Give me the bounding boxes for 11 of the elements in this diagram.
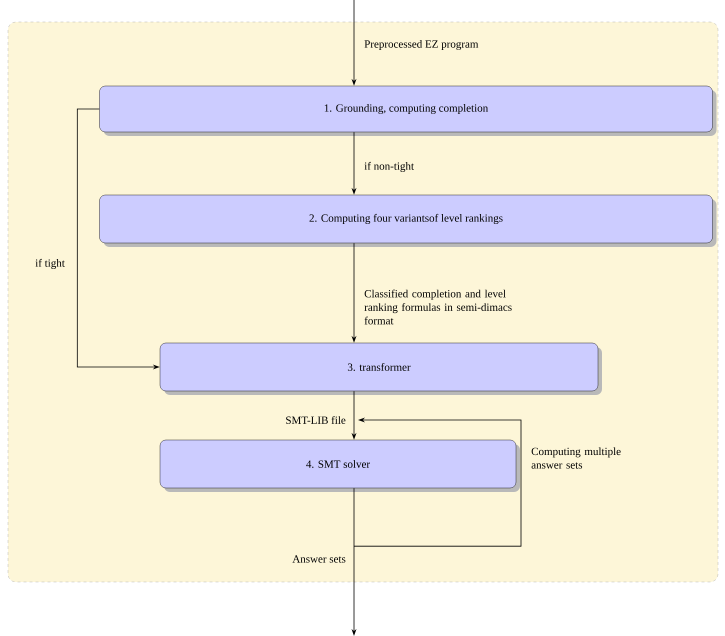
process-box: 2. Computing four variantsof level rankings	[99, 194, 716, 247]
process-box: 3. transformer	[160, 342, 602, 395]
edge-label: if non-tight	[364, 162, 414, 172]
process-box: 4. SMT solver	[160, 440, 520, 492]
edge-label: Preprocessed EZ program	[364, 40, 478, 50]
edge-label: Computing multiple answer sets	[532, 447, 621, 469]
edge-label: Classified completion and level ranking formulas in semi-dimacs format	[364, 290, 512, 324]
edge-label: if tight	[35, 258, 65, 270]
edge-label: Answer sets	[292, 555, 346, 563]
edge-label: SMT-LIB file	[286, 416, 346, 424]
process-box: 1. Grounding, computing completion	[99, 86, 716, 136]
